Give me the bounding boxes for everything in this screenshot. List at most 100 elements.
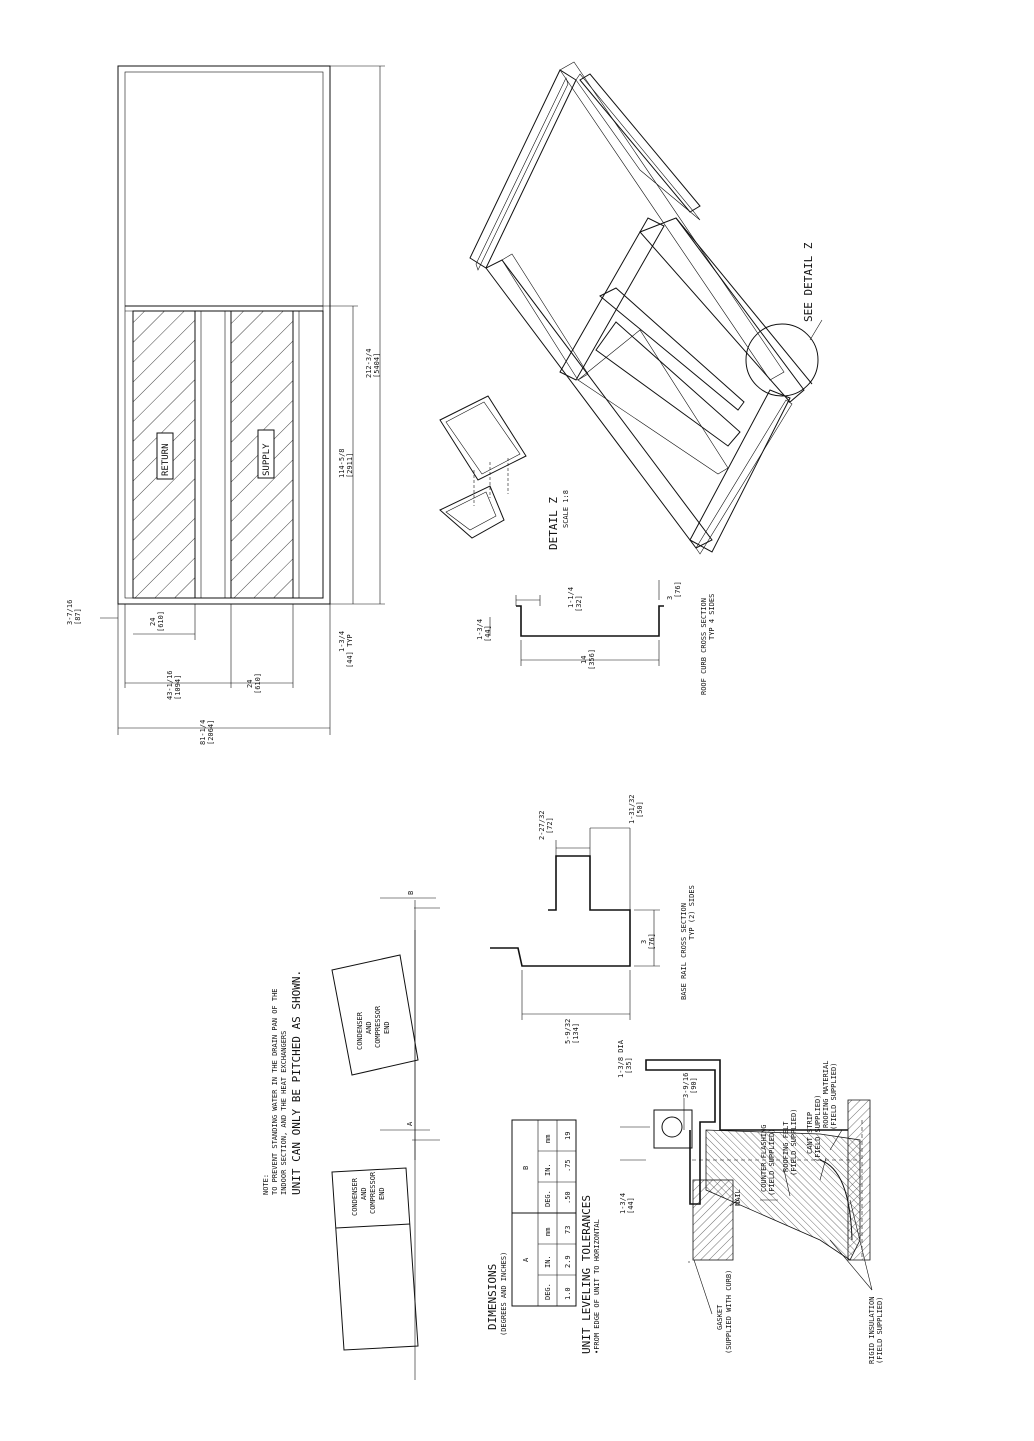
box-a-line-1: CONDENSER: [351, 1177, 359, 1216]
dim-24-a: 24: [149, 618, 157, 626]
label-gasket: GASKET: [716, 1304, 724, 1330]
rail-dim-2-27-32-mm: [72]: [546, 817, 554, 834]
curb-dim-1-1-4: 1-1/4: [567, 587, 575, 608]
rail-dim-5-9-32-mm: [134]: [572, 1023, 580, 1044]
pitch-diagram-a: CONDENSER AND COMPRESSOR END A: [331, 930, 440, 1380]
table-subhead-deg-b: DEG.: [544, 1190, 552, 1207]
rail-dim-5-9-32: 5-9/32: [564, 1019, 572, 1044]
label-rigid-insulation: RIGID INSULATION: [868, 1297, 876, 1364]
table-value-in-b: .75: [564, 1159, 572, 1172]
supply-label: SUPPLY: [262, 443, 272, 476]
rail-section-sub: TYP (2) SIDES: [688, 885, 696, 940]
table-subhead-in-a: IN.: [544, 1255, 552, 1268]
roofing-material-area: [847, 1099, 871, 1261]
detail-dim-3-9-16: 3-9/16: [682, 1073, 690, 1098]
table-subhead-deg-a: DEG.: [544, 1283, 552, 1300]
dim-81-1-4: 81-1/4: [199, 720, 207, 745]
dim-24-b-mm: [610]: [254, 673, 262, 694]
dim-114-5-8-mm: [2911]: [346, 453, 354, 478]
dim-81-1-4-mm: [2064]: [207, 720, 215, 745]
curb-dim-3: 3: [666, 596, 674, 600]
note-line-3: INDOOR SECTION, AND THE HEAT EXCHANGERS: [280, 1031, 288, 1195]
rail-dim-2-27-32: 2-27/32: [538, 810, 546, 840]
table-title: DIMENSIONS: [486, 1264, 499, 1330]
box-b-line-3: COMPRESSOR: [374, 1005, 382, 1048]
pitch-note: NOTE: TO PREVENT STANDING WATER IN THE D…: [262, 970, 303, 1195]
dim-43-1-16-mm: [1094]: [174, 675, 182, 700]
pitch-label-b: B: [407, 891, 415, 895]
label-counter-flashing: COUNTER FLASHING: [760, 1125, 768, 1192]
curb-dim-14: 14: [580, 656, 588, 664]
box-b-line-2: AND: [365, 1021, 373, 1034]
label-cant-strip: CANT STRIP: [806, 1112, 814, 1154]
dim-1-3-4: 1-3/4: [338, 631, 346, 652]
rail-dim-1-31-32-mm: [50]: [636, 801, 644, 818]
curb-dim-3-mm: [76]: [674, 581, 682, 598]
curb-isometric-view: SEE DETAIL Z DETAIL Z SCALE 1:8: [439, 61, 823, 555]
box-a-line-3: COMPRESSOR: [369, 1171, 377, 1214]
box-a-line-2: AND: [360, 1187, 368, 1200]
label-cant-strip-sub: (FIELD SUPPLIED): [814, 1095, 822, 1162]
detail-z-title: DETAIL Z: [547, 497, 560, 550]
detail-dim-1-3-4-mm: [44]: [627, 1197, 635, 1214]
detail-z-scale: SCALE 1:8: [562, 490, 570, 528]
table-footer: UNIT LEVELING TOLERANCES: [580, 1195, 593, 1354]
detail-dia: 1-3/8 DIA: [617, 1039, 625, 1078]
note-line-4: UNIT CAN ONLY BE PITCHED AS SHOWN.: [290, 970, 303, 1195]
table-subtitle: (DEGREES AND INCHES): [500, 1252, 508, 1336]
table-footer-note: •FROM EDGE OF UNIT TO HORIZONTAL: [593, 1219, 601, 1354]
table-value-deg-a: 1.0: [564, 1287, 572, 1300]
dim-1-3-4-mm: [44] TYP: [346, 634, 354, 668]
table-value-in-a: 2.9: [564, 1255, 572, 1268]
dim-24-a-mm: [610]: [157, 611, 165, 632]
label-roofing-material: ROOFING MATERIAL: [822, 1061, 830, 1128]
curb-plan-view: RETURN SUPPLY 3-7/16 [87] 24 [610] 43-1/…: [66, 65, 385, 745]
note-line-1: NOTE:: [262, 1174, 270, 1195]
lifting-hole: [661, 1116, 683, 1138]
detail-dim-3-9-16-mm: [90]: [690, 1077, 698, 1094]
return-label: RETURN: [161, 443, 171, 476]
label-roofing-felt: ROOFING FELT: [782, 1121, 790, 1172]
detail-dim-1-3-4: 1-3/4: [619, 1193, 627, 1214]
label-gasket-sub: (SUPPLIED WITH CURB): [725, 1270, 733, 1354]
pitch-diagram-b: CONDENSER AND COMPRESSOR END B: [331, 891, 440, 1160]
rail-dim-3: 3: [640, 940, 648, 944]
dim-24-b: 24: [246, 680, 254, 688]
label-roofing-material-sub: (FIELD SUPPLIED): [830, 1063, 838, 1130]
curb-dim-1-1-4-mm: [32]: [575, 595, 583, 612]
see-detail-z: SEE DETAIL Z: [802, 242, 815, 322]
table-value-deg-b: .50: [564, 1191, 572, 1204]
rail-dim-1-31-32: 1-31/32: [628, 794, 636, 824]
label-rigid-insulation-sub: (FIELD SUPPLIED): [876, 1297, 884, 1364]
box-b-line-1: CONDENSER: [356, 1011, 364, 1050]
box-b-line-4: END: [383, 1021, 391, 1034]
base-rail-cross-section: 2-27/32 [72] 1-31/32 [50] 3 [76] 5-9/32 …: [490, 794, 696, 1044]
roof-curb-cross-section: 1-1/4 [32] 1-3/4 [44] 14 [356] 3 [76] RO…: [476, 580, 716, 695]
curb-dim-14-mm: [356]: [588, 649, 596, 670]
rail-dim-3-mm: [76]: [648, 933, 656, 950]
dim-3-7-16-mm: [87]: [74, 608, 82, 625]
table-subhead-mm-a: mm: [544, 1228, 552, 1236]
dim-212-3-4: 212-3/4: [365, 348, 373, 378]
leveling-tolerance-table: DIMENSIONS (DEGREES AND INCHES) A B DEG.…: [486, 1119, 601, 1354]
label-roofing-felt-sub: (FIELD SUPPLIED): [790, 1109, 798, 1176]
pitch-label-a: A: [406, 1121, 414, 1126]
table-head-b: B: [522, 1166, 530, 1170]
curb-section-title: ROOF CURB CROSS SECTION: [700, 598, 708, 695]
box-a-line-4: END: [378, 1187, 386, 1200]
detail-dia-mm: [35]: [625, 1057, 633, 1074]
table-value-mm-b: 19: [564, 1132, 572, 1140]
curb-installation-detail: 1-3/8 DIA [35] 3-9/16 [90] 1-3/4 [44] NA…: [617, 1039, 884, 1364]
detail-z-callout-circle: [745, 323, 819, 397]
lifting-hole-tab: [653, 1109, 693, 1149]
label-nail: NAIL: [734, 1189, 742, 1206]
dim-212-3-4-mm: [5404]: [373, 353, 381, 378]
table-head-a: A: [522, 1257, 530, 1262]
dim-114-5-8: 114-5/8: [338, 448, 346, 478]
table-value-mm-a: 73: [564, 1226, 572, 1234]
rail-section-title: BASE RAIL CROSS SECTION: [680, 903, 688, 1000]
note-line-2: TO PREVENT STANDING WATER IN THE DRAIN P…: [271, 988, 279, 1195]
dim-43-1-16: 43-1/16: [166, 670, 174, 700]
